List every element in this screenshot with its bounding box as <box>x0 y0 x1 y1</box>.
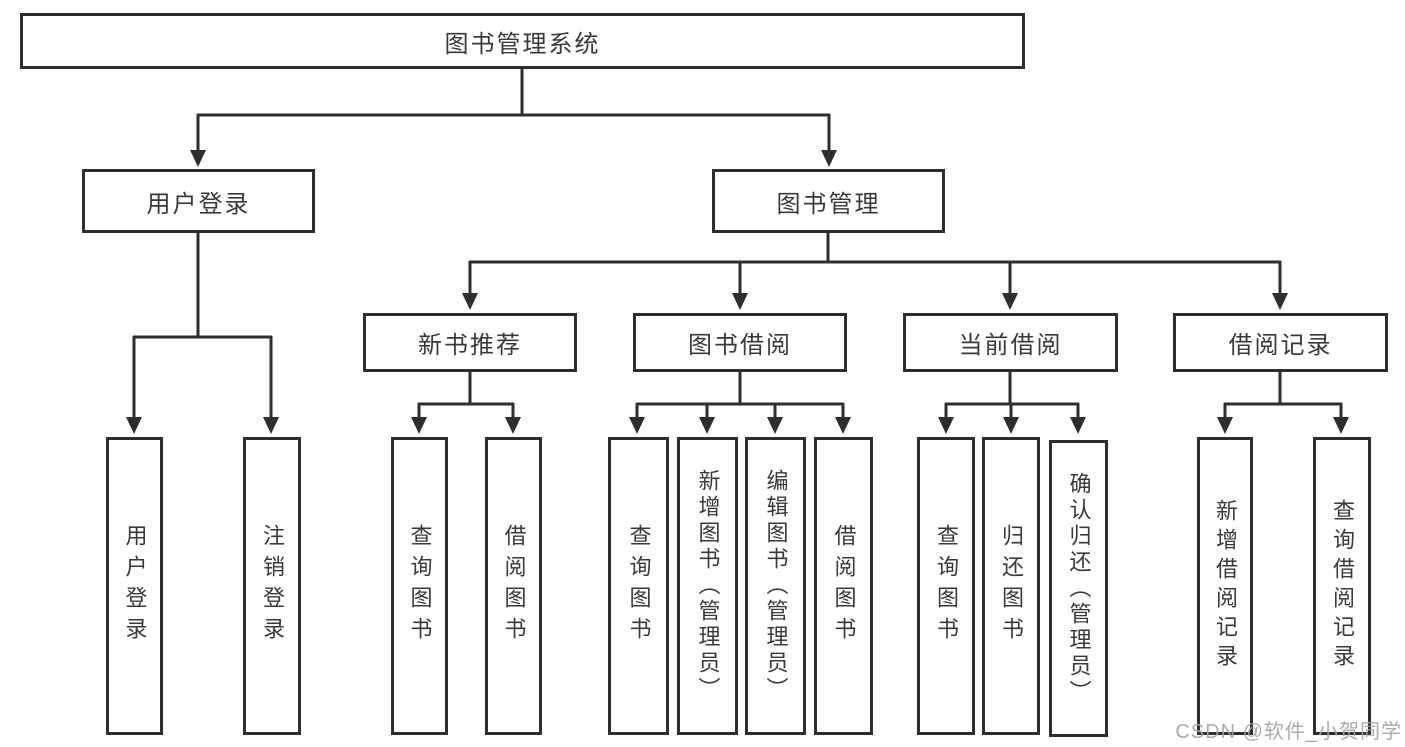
leaf-borrowing-add-books-admin: 新增图书（管理员） <box>677 437 738 735</box>
leaf-borrowing-query-books: 查询图书 <box>608 437 669 735</box>
leaf-borrowing-borrow-books: 借阅图书 <box>814 437 873 735</box>
connector-recommend-to-leaves <box>411 372 521 434</box>
leaf-current-return-books: 归还图书 <box>982 437 1040 735</box>
node-book-management: 图书管理 <box>712 169 945 233</box>
connector-current-to-leaves <box>938 372 1086 434</box>
leaf-borrowing-edit-books-admin: 编辑图书（管理员） <box>745 437 806 735</box>
connector-borrowing-to-leaves <box>629 372 851 434</box>
node-current-borrowing: 当前借阅 <box>903 313 1118 372</box>
csdn-watermark: CSDN @软件_小贺同学 <box>1175 721 1402 743</box>
leaf-user-login: 用户登录 <box>106 437 163 735</box>
leaf-current-confirm-return-admin: 确认归还（管理员） <box>1049 440 1108 737</box>
node-book-borrowing: 图书借阅 <box>633 313 847 372</box>
node-new-book-recommend: 新书推荐 <box>363 313 577 372</box>
leaf-logout: 注销登录 <box>243 437 301 735</box>
leaf-current-query-books: 查询图书 <box>917 437 975 735</box>
leaf-recommend-borrow-books: 借阅图书 <box>485 437 542 735</box>
connector-bookmgmt-to-level3 <box>462 233 1288 310</box>
leaf-records-add-record: 新增借阅记录 <box>1197 437 1253 735</box>
node-borrowing-records: 借阅记录 <box>1173 313 1388 372</box>
leaf-records-query-record: 查询借阅记录 <box>1313 437 1371 735</box>
connector-userlogin-to-leaves <box>126 233 279 434</box>
connector-records-to-leaves <box>1217 372 1349 434</box>
leaf-recommend-query-books: 查询图书 <box>391 437 448 735</box>
connector-root-to-level2 <box>190 69 837 167</box>
node-root-library-system: 图书管理系统 <box>20 13 1025 69</box>
node-user-login: 用户登录 <box>82 169 315 233</box>
